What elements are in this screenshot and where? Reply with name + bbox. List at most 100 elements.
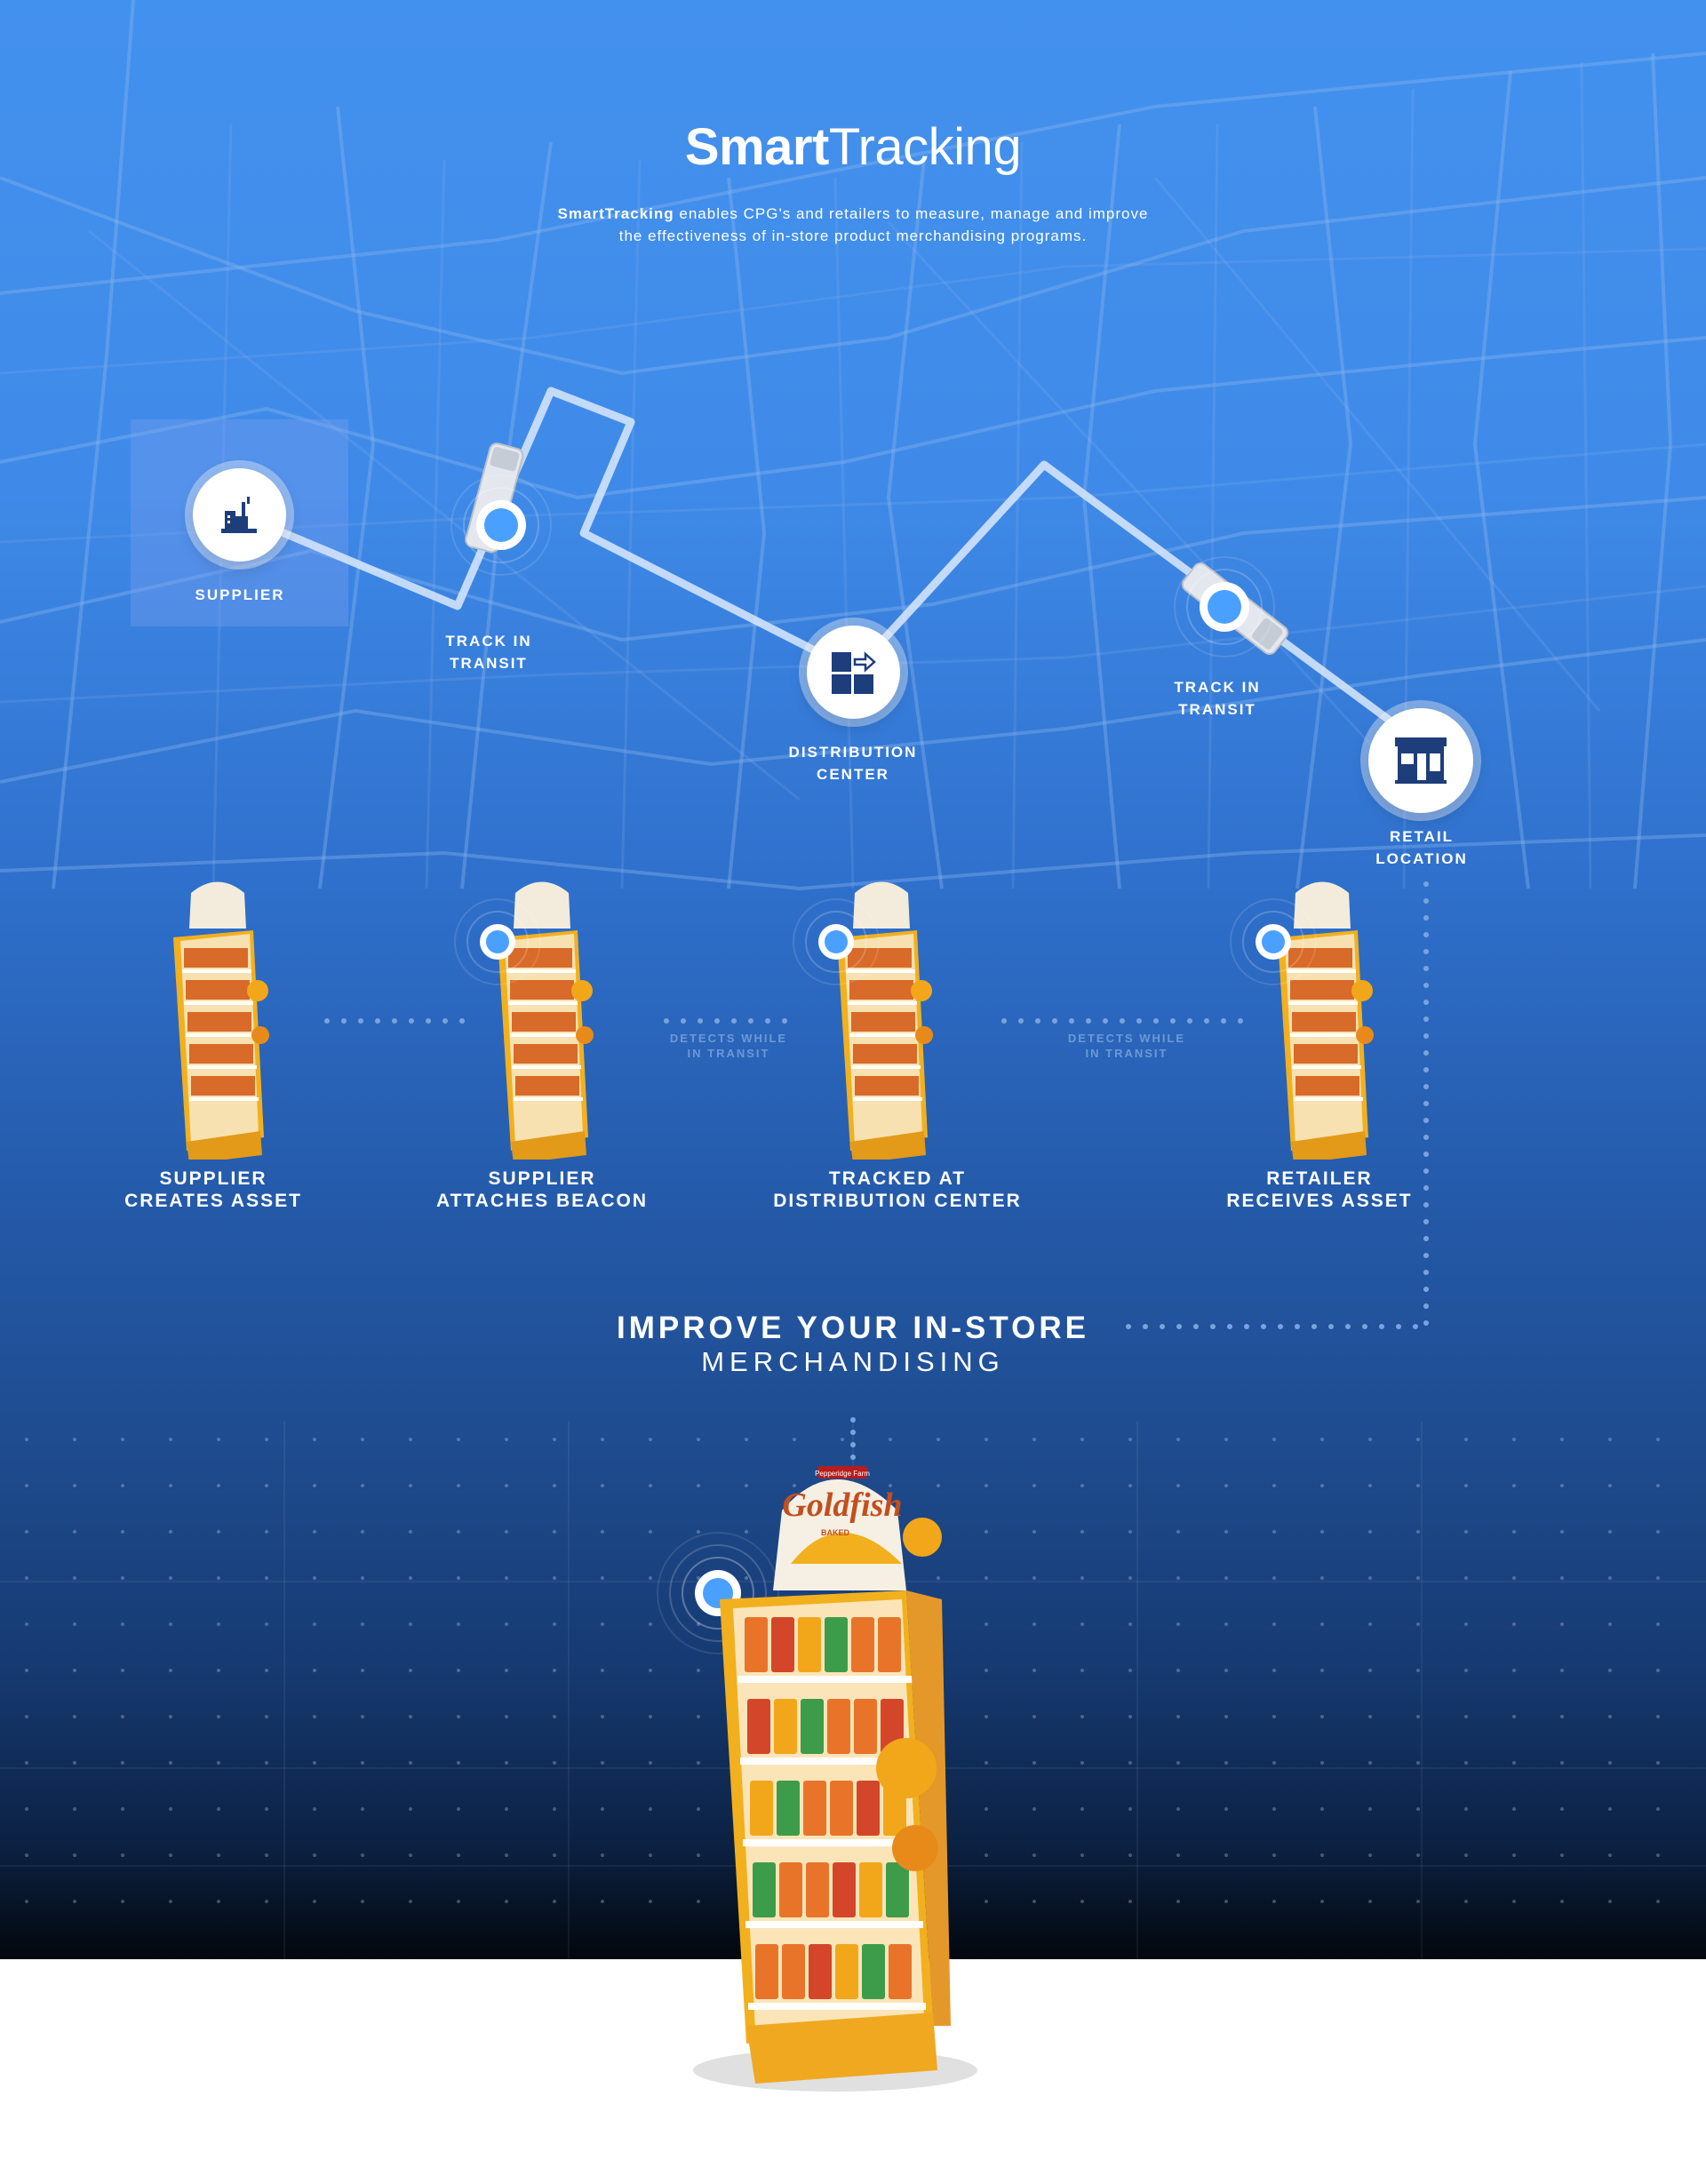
decor-dot xyxy=(1176,1715,1180,1718)
product-bag xyxy=(825,1617,848,1672)
decor-dot xyxy=(1128,1438,1132,1441)
decor-dot xyxy=(1176,1484,1180,1487)
decor-dot xyxy=(1128,1900,1132,1903)
decor-dot xyxy=(265,1622,268,1626)
decor-dot xyxy=(1032,1576,1036,1580)
decor-dot xyxy=(217,1807,220,1811)
decor-dot xyxy=(697,1669,700,1672)
decor-dot xyxy=(25,1853,28,1857)
decor-dot xyxy=(1368,1438,1372,1441)
decor-dot xyxy=(1368,1530,1372,1534)
decor-dot xyxy=(1176,1576,1180,1580)
decor-dot xyxy=(1176,1761,1180,1765)
decor-dot xyxy=(457,1530,460,1534)
decor-dot xyxy=(457,1576,460,1580)
decor-dot xyxy=(1032,1622,1036,1626)
decor-dot xyxy=(1368,1900,1372,1903)
decor-dot xyxy=(745,1530,748,1534)
decor-dot xyxy=(1272,1761,1276,1765)
decor-dot xyxy=(1560,1853,1564,1857)
product-bag xyxy=(809,1944,832,1999)
decor-dot xyxy=(1320,1484,1324,1487)
decor-dot xyxy=(1320,1576,1324,1580)
decor-dot xyxy=(1080,1576,1084,1580)
decor-dot xyxy=(553,1900,556,1903)
decor-dot xyxy=(169,1715,172,1718)
decor-dot xyxy=(649,1669,652,1672)
decor-dot xyxy=(265,1853,268,1857)
decor-dot xyxy=(169,1622,172,1626)
product-bag xyxy=(854,1699,877,1754)
transit-2-label: TRACK IN TRANSIT xyxy=(1128,676,1306,721)
display-rack-step-1 xyxy=(173,881,269,1160)
display-brand-text: Goldfish xyxy=(782,1487,902,1524)
decor-dot xyxy=(169,1438,172,1441)
decor-dot xyxy=(409,1622,412,1626)
decor-dot xyxy=(1272,1438,1276,1441)
improve-heading: IMPROVE YOUR IN-STORE xyxy=(617,1311,1089,1345)
decor-dot xyxy=(1464,1715,1468,1718)
decor-dot xyxy=(937,1576,940,1580)
decor-dot xyxy=(985,1484,988,1487)
title-bold: Smart xyxy=(684,118,829,176)
decor-dot xyxy=(313,1669,316,1672)
decor-dot xyxy=(1176,1853,1180,1857)
decor-dot xyxy=(1656,1438,1660,1441)
decor-dot xyxy=(265,1807,268,1811)
product-bag xyxy=(803,1781,826,1836)
decor-dot xyxy=(1320,1438,1324,1441)
decor-dot xyxy=(745,1438,748,1441)
decor-dot xyxy=(1210,1324,1216,1329)
decor-dot xyxy=(1224,1761,1228,1765)
decor-dot xyxy=(505,1761,508,1765)
decor-dot xyxy=(649,1761,652,1765)
decor-dot xyxy=(1176,1530,1180,1534)
decor-dot xyxy=(265,1438,268,1441)
shelf xyxy=(737,1676,915,1683)
decor-dot xyxy=(505,1622,508,1626)
decor-dot xyxy=(889,1438,892,1441)
decor-dot xyxy=(649,1576,652,1580)
decor-dot xyxy=(169,1576,172,1580)
product-bag xyxy=(886,1862,909,1917)
step-4-line-2: RECEIVES ASSET xyxy=(1226,1191,1413,1211)
decor-dot xyxy=(169,1530,172,1534)
decor-dot xyxy=(1512,1715,1516,1718)
decor-dot xyxy=(850,1442,856,1447)
decor-dot xyxy=(1320,1853,1324,1857)
decor-dot xyxy=(1560,1530,1564,1534)
decor-dot xyxy=(457,1807,460,1811)
decor-dot xyxy=(1128,1530,1132,1534)
decor-dot xyxy=(649,1853,652,1857)
decor-dot xyxy=(73,1761,76,1765)
decor-dot xyxy=(697,1715,700,1718)
supplier-label: SUPPLIER xyxy=(195,586,285,603)
decor-dot xyxy=(121,1438,124,1441)
decor-dot xyxy=(1320,1530,1324,1534)
decor-dot xyxy=(1362,1324,1367,1329)
decor-dot xyxy=(1416,1900,1420,1903)
detect-label-1: DETECTS WHILE IN TRANSIT xyxy=(640,1031,817,1061)
decor-dot xyxy=(1423,1016,1429,1022)
decor-dot xyxy=(1032,1761,1036,1765)
decor-dot xyxy=(1278,1324,1283,1329)
decor-dot xyxy=(73,1807,76,1811)
subtitle-text-1: enables CPG's and retailers to measure, … xyxy=(674,205,1149,222)
decor-dot xyxy=(1423,1118,1429,1123)
decor-dot xyxy=(1423,1152,1429,1157)
subtitle-line-1: SmartTracking enables CPG's and retailer… xyxy=(498,203,1208,225)
decor-dot xyxy=(361,1853,364,1857)
decor-dot xyxy=(1560,1715,1564,1718)
decor-dot xyxy=(1368,1669,1372,1672)
distribution-label: DISTRIBUTION CENTER xyxy=(764,741,942,785)
decor-dot xyxy=(1080,1853,1084,1857)
decor-dot xyxy=(985,1715,988,1718)
transit-1-line-1: TRACK IN xyxy=(445,633,532,650)
decor-dot xyxy=(985,1761,988,1765)
decor-dot xyxy=(1368,1576,1372,1580)
detect-2-line-2: IN TRANSIT xyxy=(1085,1047,1168,1060)
retail-line-1: RETAIL xyxy=(1389,828,1455,845)
decor-dot xyxy=(1608,1669,1612,1672)
decor-dot xyxy=(1272,1853,1276,1857)
decor-dot xyxy=(409,1715,412,1718)
